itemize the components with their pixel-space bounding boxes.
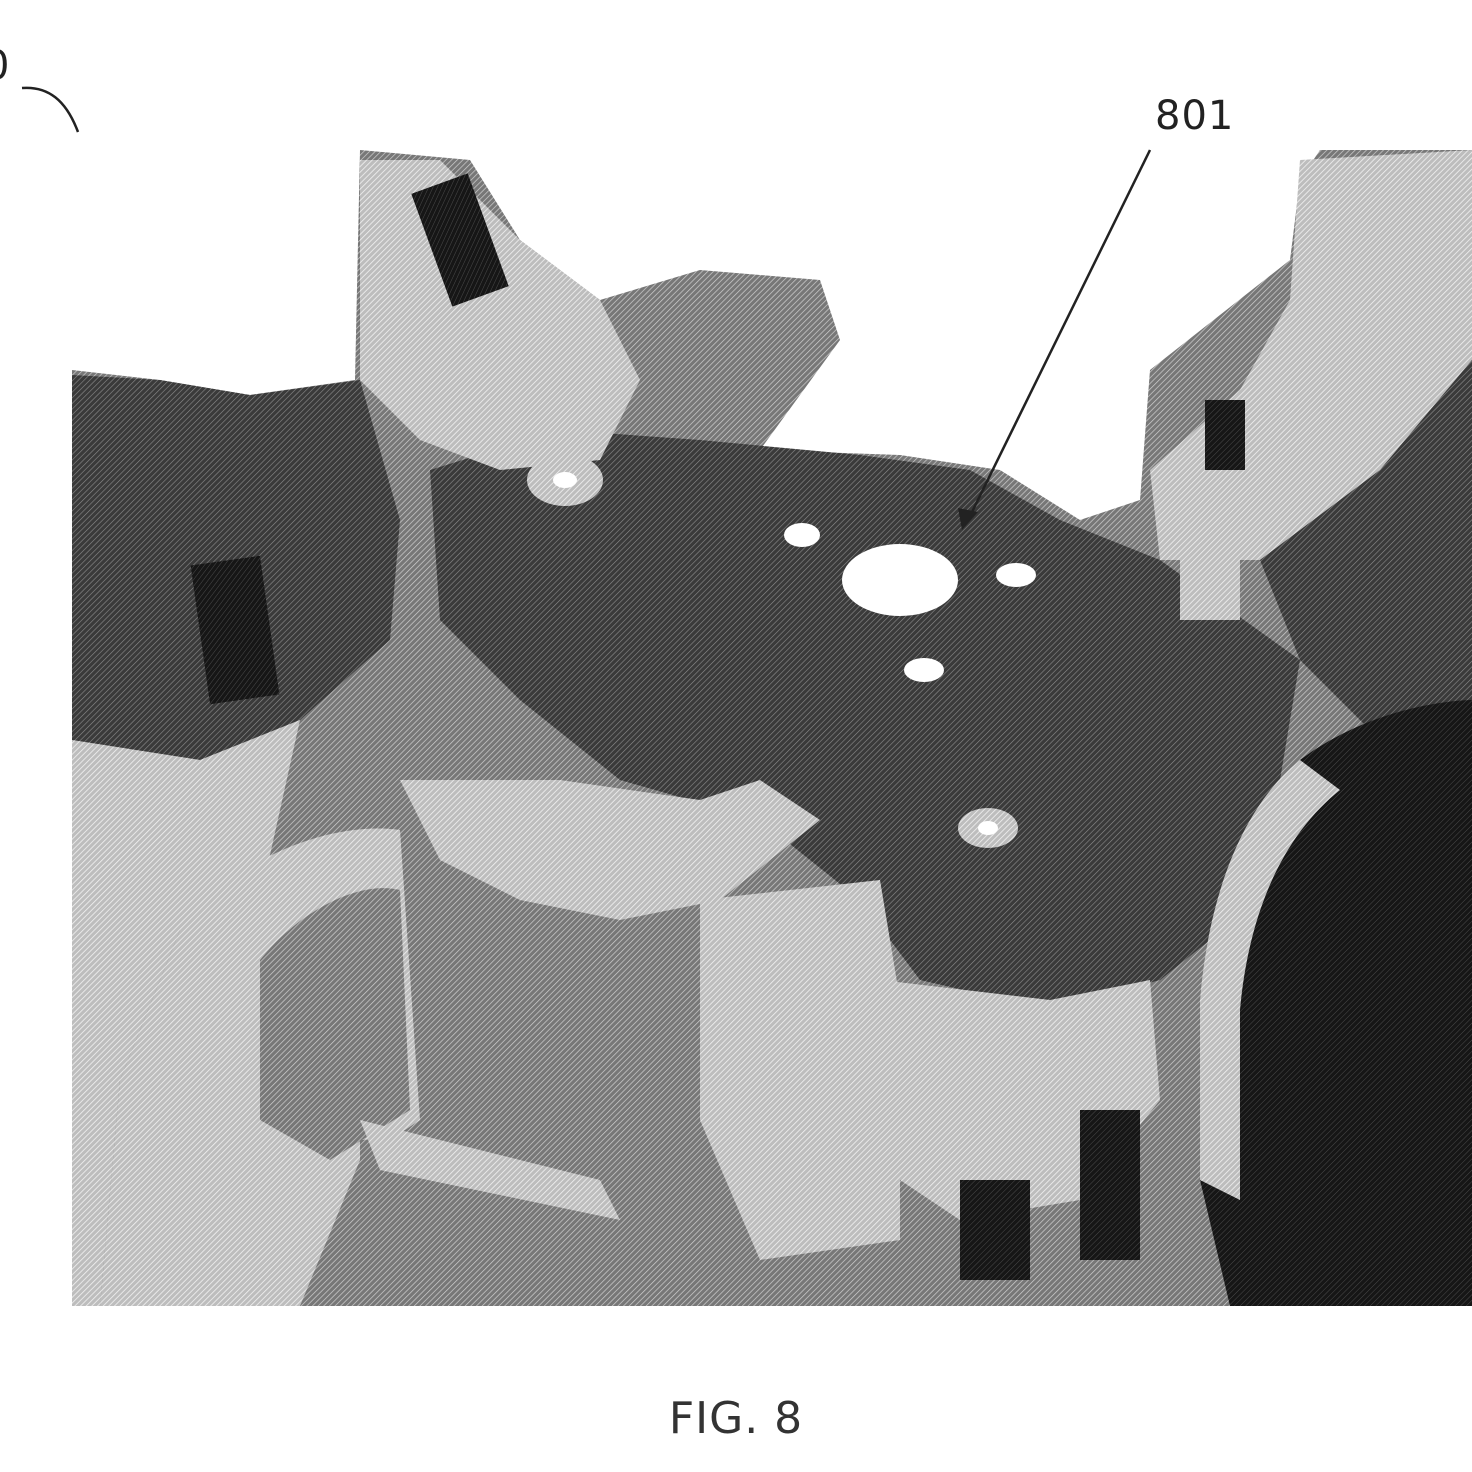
reference-numeral-801: 801 [1155,96,1234,136]
clamp-block-lower-right [1080,1110,1140,1260]
boss-lower-center [978,821,998,835]
figure-caption: FIG. 8 [0,1393,1472,1444]
clamp-block-right [1180,520,1240,620]
clamp-block-lower [960,1180,1030,1280]
reference-numeral-overall: 0 [0,46,10,86]
plate-hole-small-3 [904,658,944,682]
boss-top-center [553,472,577,488]
right-clamp-knob [1205,400,1245,470]
plate-hole-large [842,544,958,616]
plate-hole-small-1 [784,523,820,547]
plate-hole-small-2 [996,563,1036,587]
reference-leader-curve [22,88,78,132]
background-white-corner [72,150,360,395]
